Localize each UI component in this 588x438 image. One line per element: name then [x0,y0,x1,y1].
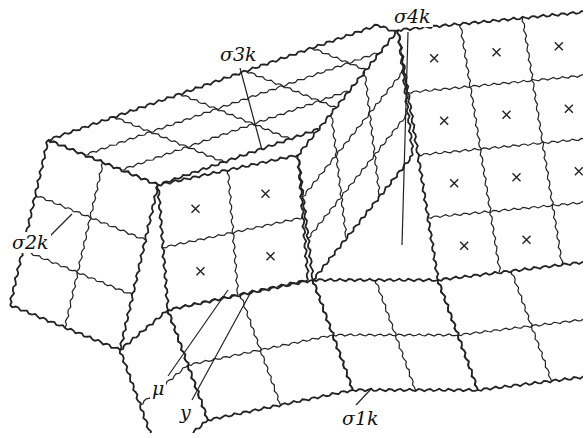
cross-mark [430,54,438,62]
cross-mark [555,42,563,50]
joint-face [438,262,583,391]
joint-line [313,279,438,282]
face-label: σ1k [340,408,381,429]
cross-mark [192,205,200,213]
joint-line [23,250,133,295]
joint-line [331,113,347,238]
cross-mark [267,252,275,260]
joint-line [114,117,224,162]
cross-mark [493,48,501,56]
joint-line [308,113,408,238]
leader-line [192,290,252,400]
joint-line [188,335,333,365]
joint-face [297,30,413,280]
cross-mark [513,173,521,181]
joint-line [180,94,290,139]
face-label: σ3k [218,44,259,65]
joint-line [364,72,380,197]
joint-line [158,155,298,186]
joint-line [313,155,413,280]
face-label: σ2k [10,232,51,253]
joint-line [438,280,478,390]
joint-line [408,74,583,94]
face-fill [298,30,413,280]
joint-line [120,310,168,350]
cross-mark [565,105,573,113]
leader-line [48,214,72,238]
joint-line [163,218,303,248]
joint-line [333,334,458,336]
cross-mark [450,179,458,187]
joint-line [140,365,188,405]
cross-mark [197,267,205,275]
joint-faces [10,11,583,433]
joint-line [65,163,103,328]
cross-mark [262,190,270,198]
joint-line [298,30,398,155]
joint-line [10,140,48,305]
joint-face [397,11,583,281]
leader-line [168,290,228,376]
joint-line [428,199,583,219]
leader-line [356,388,372,405]
cross-mark [523,236,531,244]
joint-line [438,262,583,281]
cross-mark [460,242,468,250]
joint-line [208,390,353,421]
joint-line [458,317,583,336]
leader-lines [48,32,408,405]
face-label: y [178,402,193,423]
joint-line [478,372,583,391]
cross-mark [503,111,511,119]
joint-line [168,280,313,311]
leader-line [402,32,408,245]
face-fill [438,262,583,390]
cross-mark [440,117,448,125]
face-fill [398,12,583,280]
joint-line [418,136,583,156]
joint-line [48,140,158,185]
joint-line [10,305,120,350]
joint-line [522,18,563,268]
joint-line [35,195,145,240]
cross-mark [575,167,583,175]
face-label: σ4k [392,6,433,27]
joint-line [303,72,403,197]
face-fill [10,140,158,350]
joint-line [460,24,501,274]
joint-face [10,140,158,350]
face-label: μ [150,378,166,399]
leader-line [240,68,262,150]
